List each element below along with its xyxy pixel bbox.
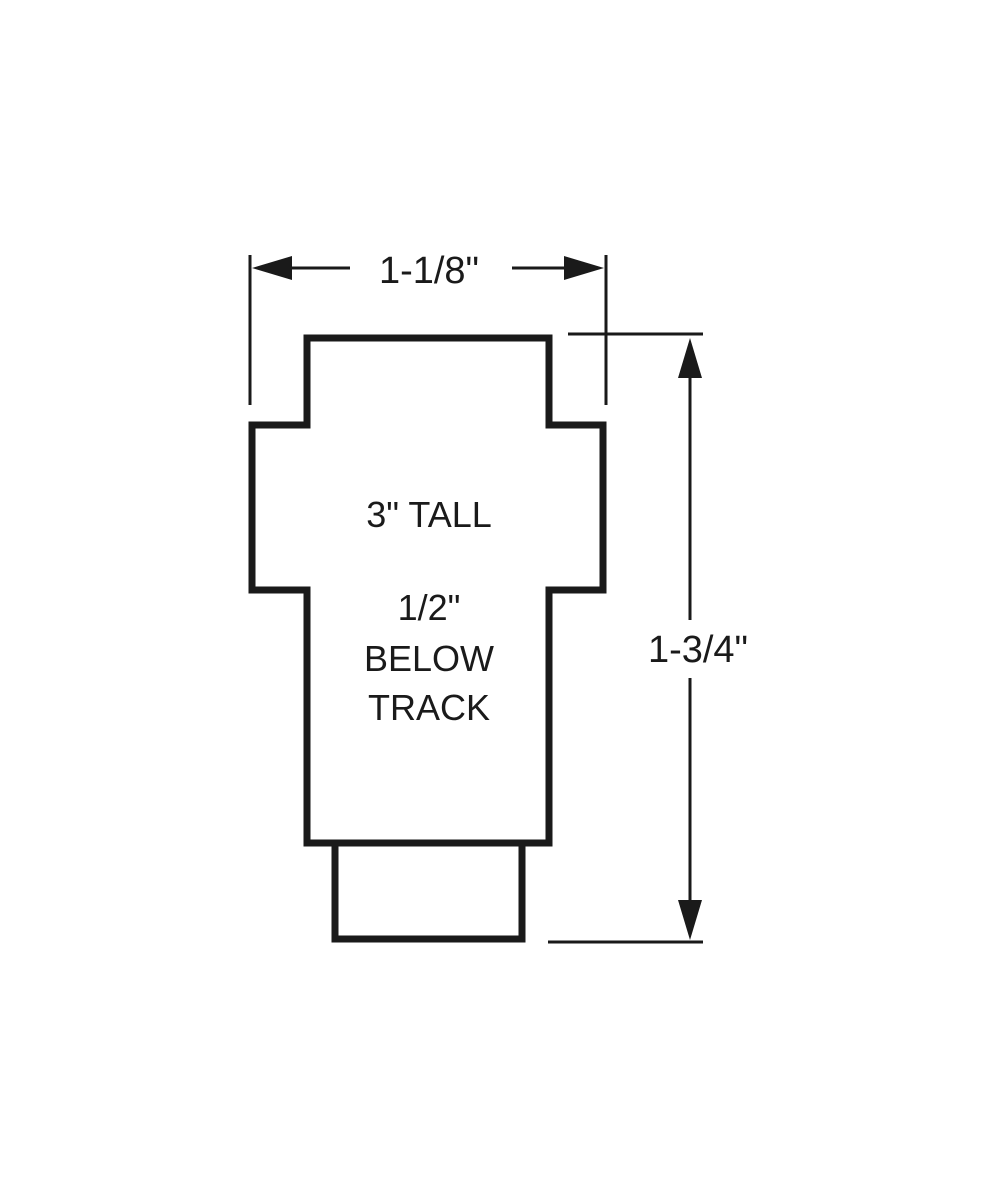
- body-text-line-1: 3" TALL: [366, 494, 492, 535]
- width-dimension-label: 1-1/8": [379, 250, 479, 292]
- body-text-line-4: TRACK: [368, 687, 490, 728]
- width-arrowhead-right: [564, 256, 604, 280]
- height-arrowhead-up: [678, 338, 702, 378]
- body-text-line-3: BELOW: [364, 638, 494, 679]
- body-text-line-2: 1/2": [398, 587, 461, 628]
- height-dimension-label: 1-3/4": [648, 629, 748, 671]
- glide-stem-outline: [331, 839, 526, 943]
- width-arrowhead-left: [252, 256, 292, 280]
- height-arrowhead-down: [678, 900, 702, 940]
- glide-body-outline: [248, 334, 607, 847]
